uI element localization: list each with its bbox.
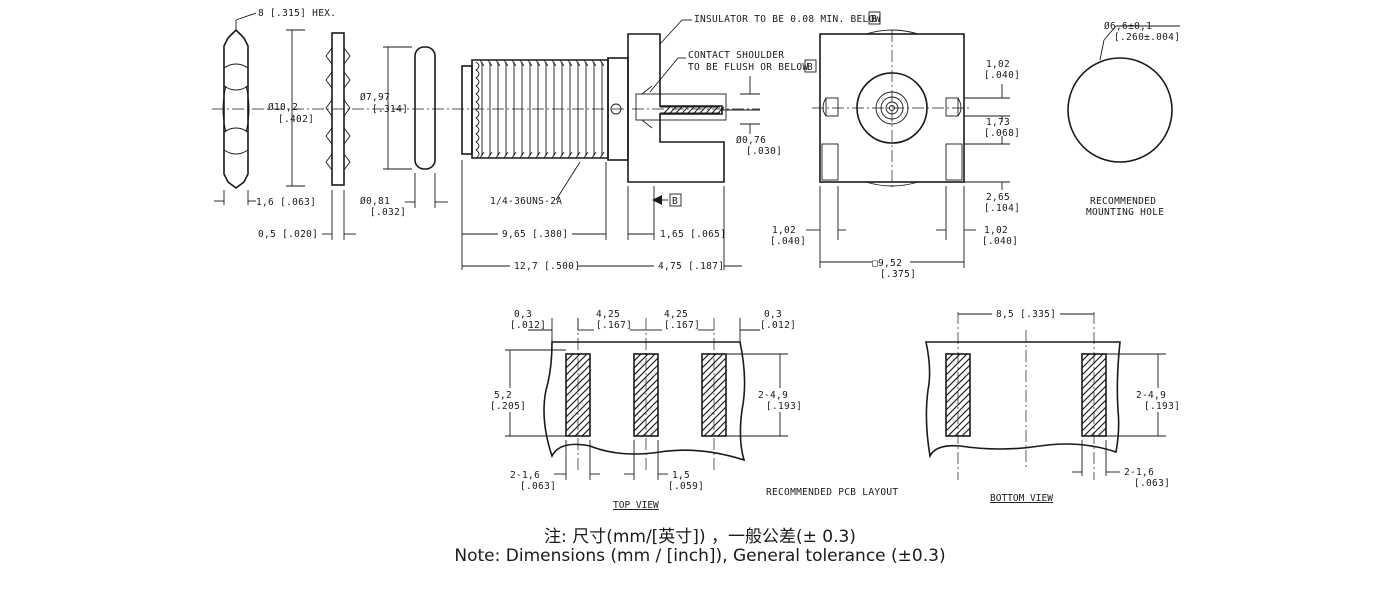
hole-diameter-dim-inch: [.260±.004] (1114, 32, 1180, 43)
pcb-bottom-view (925, 312, 1121, 480)
pin-diameter-dim: Ø0,76 (736, 135, 766, 146)
washer-thickness-dim: 0,5 [.020] (258, 229, 318, 240)
nut-diameter-dim: Ø10,2 (268, 102, 298, 113)
front-dim-265: 2,65 (986, 192, 1010, 203)
bottom-pitch-dim: 8,5 [.335] (996, 309, 1056, 320)
datum-b-contact: B (807, 62, 813, 73)
connector-side-view (461, 33, 760, 183)
pcb-layout-title: RECOMMENDED PCB LAYOUT (766, 487, 898, 498)
note-english: Note: Dimensions (mm / [inch]), General … (454, 546, 946, 566)
front-dim-102-left: 1,02 (772, 225, 796, 236)
washer-diameter-dim-inch: [.314] (372, 104, 408, 115)
front-dim-102-right: 1,02 (984, 225, 1008, 236)
pcb-edge-left-dim: 0,3 (514, 309, 532, 320)
front-dim-102-right-inch: [.040] (982, 236, 1018, 247)
washer-thickness-2-dim: Ø0,81 (360, 196, 390, 207)
lock-washer-drawing (322, 32, 356, 240)
datum-b-insulator: B (871, 14, 877, 25)
recommended-hole-label-1: RECOMMENDED (1090, 196, 1156, 207)
hex-size-label: 8 [.315] HEX. (258, 8, 336, 19)
pcb-pad-length-dim: 2-4,9 (758, 390, 788, 401)
pcb-pitch-left-dim-inch: [.167] (596, 320, 632, 331)
front-dim-102-left-inch: [.040] (770, 236, 806, 247)
pcb-center-pad-dim-inch: [.059] (668, 481, 704, 492)
front-dim-102-inch: [.040] (984, 70, 1020, 81)
pcb-pad-length-dim-inch: [.193] (766, 401, 802, 412)
bottom-pad-length-dim-inch: [.193] (1144, 401, 1180, 412)
pcb-height-dim: 5,2 (494, 390, 512, 401)
hex-nut-drawing (214, 12, 257, 205)
insulator-note: INSULATOR TO BE 0.08 MIN. BELOW (694, 14, 881, 25)
bottom-pad-width-dim: 2-1,6 (1124, 467, 1154, 478)
datum-b-bottom: B (672, 196, 678, 207)
front-dim-102: 1,02 (986, 59, 1010, 70)
body-length-dim: 4,75 [.187] (658, 261, 724, 272)
front-width-dim-inch: [.375] (880, 269, 916, 280)
pcb-edge-left-dim-inch: [.012] (510, 320, 546, 331)
pcb-pitch-right-dim-inch: [.167] (664, 320, 700, 331)
pin-diameter-dim-inch: [.030] (746, 146, 782, 157)
nut-diameter-dim-inch: [.402] (278, 114, 314, 125)
bottom-pad-width-dim-inch: [.063] (1134, 478, 1170, 489)
pcb-edge-right-dim-inch: [.012] (760, 320, 796, 331)
bottom-view-title: BOTTOM VIEW (990, 493, 1053, 504)
connector-front-view (812, 29, 972, 190)
contact-note-line1: CONTACT SHOULDER (688, 50, 784, 61)
front-dim-173: 1,73 (986, 117, 1010, 128)
pcb-top-view (543, 318, 746, 470)
note-chinese: 注: 尺寸(mm/[英寸]) ，一般公差(± 0.3) (544, 527, 856, 547)
pcb-pad-width-dim-inch: [.063] (520, 481, 556, 492)
thread-length-dim: 9,65 [.380] (502, 229, 568, 240)
bottom-pad-length-dim: 2-4,9 (1136, 390, 1166, 401)
thread-spec: 1/4-36UNS-2A (490, 196, 562, 207)
pcb-height-dim-inch: [.205] (490, 401, 526, 412)
pcb-pad-width-dim: 2-1,6 (510, 470, 540, 481)
contact-note-line2: TO BE FLUSH OR BELOW (688, 62, 808, 73)
flat-washer-drawing (383, 46, 448, 208)
pcb-edge-right-dim: 0,3 (764, 309, 782, 320)
flange-dim: 1,65 [.065] (660, 229, 726, 240)
pcb-center-pad-dim: 1,5 (672, 470, 690, 481)
top-view-title: TOP VIEW (613, 500, 659, 511)
recommended-hole-label-2: MOUNTING HOLE (1086, 207, 1164, 218)
overall-length-dim: 12,7 [.500] (514, 261, 580, 272)
front-width-dim: □9,52 (872, 258, 902, 269)
nut-thickness-dim: 1,6 [.063] (256, 197, 316, 208)
washer-thickness-2-dim-inch: [.032] (370, 207, 406, 218)
pcb-pitch-right-dim: 4,25 (664, 309, 688, 320)
mounting-hole-drawing (1067, 25, 1180, 163)
pcb-pitch-left-dim: 4,25 (596, 309, 620, 320)
washer-diameter-dim: Ø7,97 (360, 92, 390, 103)
front-dim-173-inch: [.068] (984, 128, 1020, 139)
front-dim-265-inch: [.104] (984, 203, 1020, 214)
hole-diameter-dim: Ø6,6±0,1 (1104, 21, 1152, 32)
